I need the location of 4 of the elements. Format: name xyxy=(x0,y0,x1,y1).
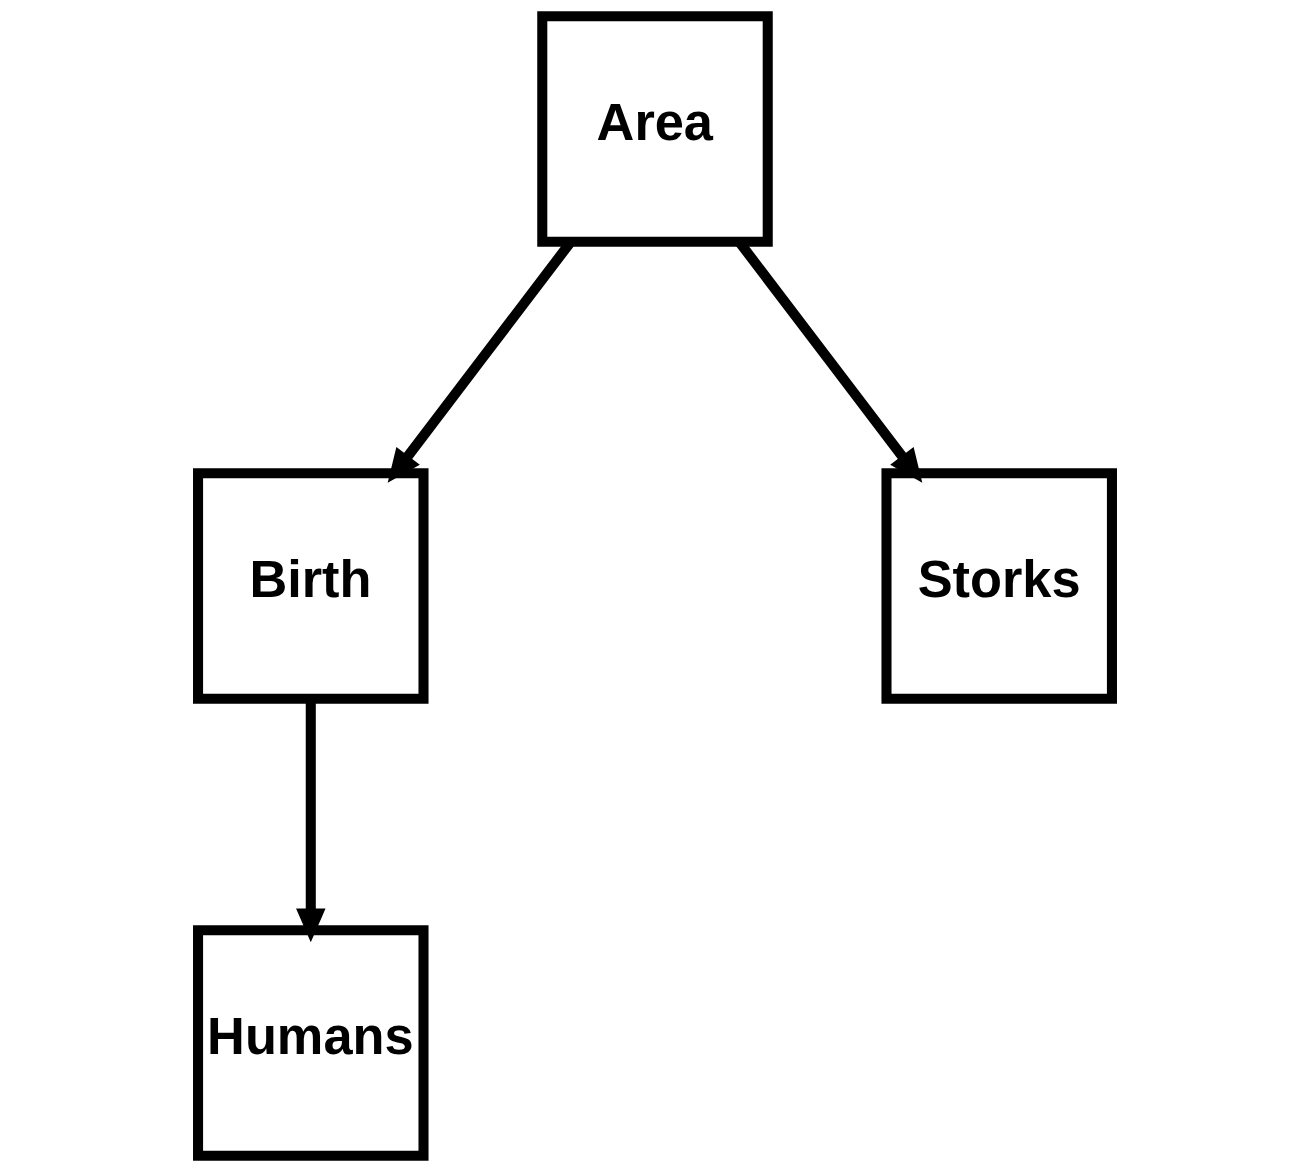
node-box: Storks xyxy=(881,468,1117,704)
node-box: Birth xyxy=(193,468,429,704)
node-box: Area xyxy=(537,11,773,247)
node-box: Humans xyxy=(193,925,429,1161)
